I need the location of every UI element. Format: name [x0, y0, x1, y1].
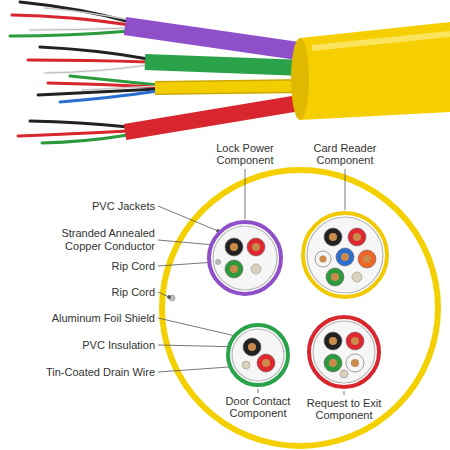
part-label: Rip Cord — [30, 286, 155, 299]
main-jacket — [291, 22, 450, 120]
cable-section — [207, 220, 283, 296]
conductor — [247, 238, 265, 256]
component-cable: Card Reader Component — [301, 211, 389, 299]
drain-wire — [242, 361, 250, 369]
pvc-jacket — [309, 317, 379, 387]
cable-section — [226, 323, 290, 387]
component-cable: Request to Exit Component — [307, 315, 381, 389]
outer-jacket-section — [162, 170, 438, 446]
component-cable: Door Contact Component — [226, 323, 290, 387]
conductor — [324, 332, 342, 350]
drain-wire — [352, 272, 362, 282]
cable-section — [301, 211, 389, 299]
sub-jackets — [125, 26, 305, 132]
pvc-jacket — [303, 213, 387, 297]
part-label: Tin-Coated Drain Wire — [30, 366, 155, 379]
conductor — [257, 354, 275, 372]
foil-shield — [213, 226, 277, 290]
part-label: Rip Cord — [30, 260, 155, 273]
drain-wire — [340, 370, 348, 378]
conductor — [243, 338, 261, 356]
pvc-jacket — [209, 222, 281, 294]
component-label: Card Reader Component — [302, 142, 388, 166]
component-label: Door Contact Component — [215, 395, 301, 419]
foil-shield — [313, 321, 375, 383]
conductor — [358, 250, 376, 268]
conductor — [225, 260, 243, 278]
drain-wire — [251, 264, 261, 274]
component-cable: Lock Power Component — [207, 220, 283, 296]
component-label: Request to Exit Component — [301, 397, 387, 421]
cable-section — [307, 315, 381, 389]
part-label: PVC Jackets — [30, 200, 155, 213]
foil-shield — [307, 217, 383, 293]
conductor — [315, 251, 331, 267]
conductor — [346, 354, 364, 372]
foil-shield — [232, 329, 284, 381]
conductor — [324, 354, 342, 372]
rip-cord — [216, 260, 221, 265]
part-label: PVC Insulation — [30, 339, 155, 352]
component-label: Lock Power Component — [202, 142, 288, 166]
conductor — [324, 228, 342, 246]
pvc-jacket — [228, 325, 288, 385]
part-label: Aluminum Foil Shield — [30, 312, 155, 325]
conductor — [348, 228, 366, 246]
conductor — [225, 238, 243, 256]
conductor — [346, 332, 364, 350]
conductor — [326, 268, 344, 286]
conductor — [336, 248, 354, 266]
part-label: Stranded Annealed Copper Conductor — [55, 227, 155, 253]
